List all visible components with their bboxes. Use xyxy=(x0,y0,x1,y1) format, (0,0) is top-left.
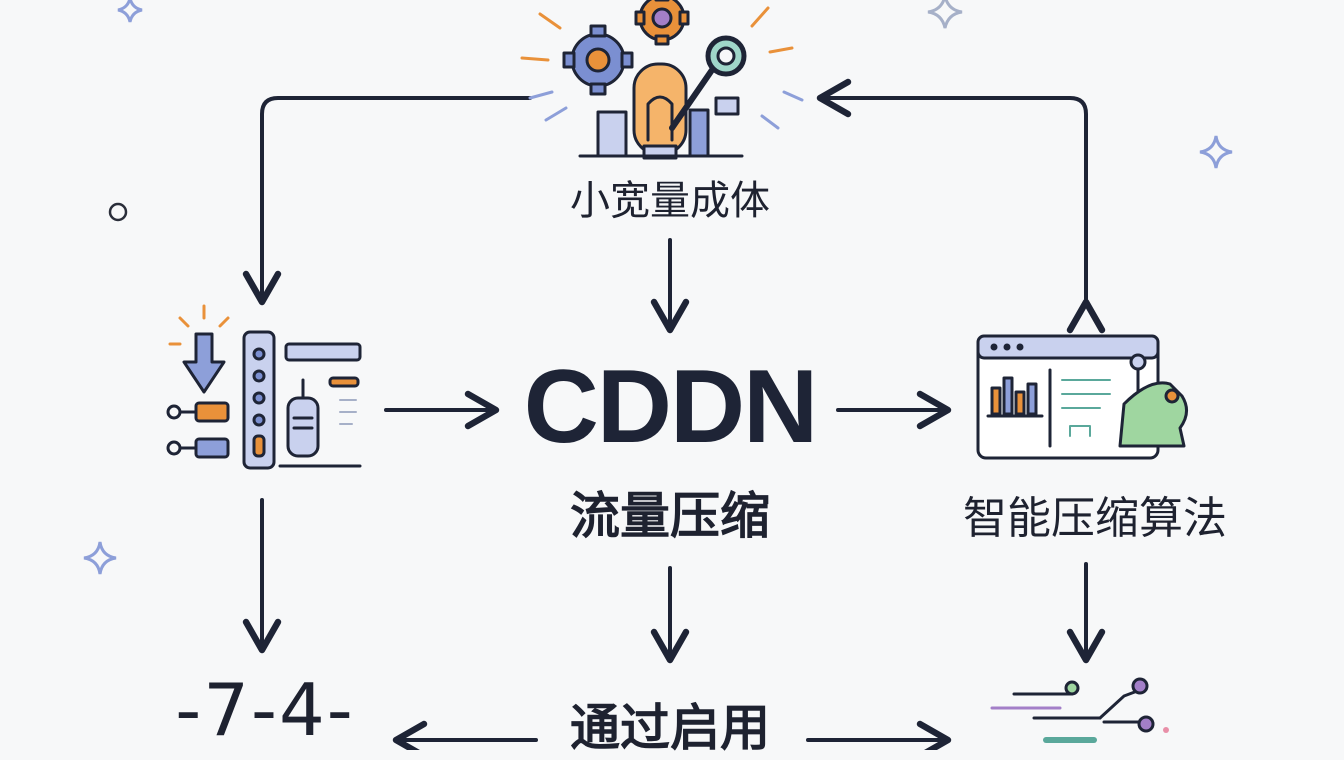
node-bottom-left-label: -7-4- xyxy=(175,668,355,752)
node-bottom-center-label: 通过启用 xyxy=(570,699,770,757)
arrow-right-to-top xyxy=(816,78,1106,334)
dot-icon xyxy=(108,202,128,222)
arrow-connectors xyxy=(242,78,1106,750)
node-top-label: 小宽量成体 xyxy=(570,178,770,224)
node-right-label: 智能压缩算法 xyxy=(963,493,1227,544)
sparkle-icon xyxy=(83,0,1233,575)
dashboard-chart-icon xyxy=(976,334,1188,460)
arrow-top-to-left xyxy=(242,96,532,306)
center-subtitle: 流量压缩 xyxy=(570,487,770,545)
network-lines-icon xyxy=(990,677,1169,743)
data-pipeline-icon xyxy=(166,304,362,470)
gears-lightbulb-icon xyxy=(520,0,804,160)
center-title: CDDN xyxy=(523,349,818,465)
